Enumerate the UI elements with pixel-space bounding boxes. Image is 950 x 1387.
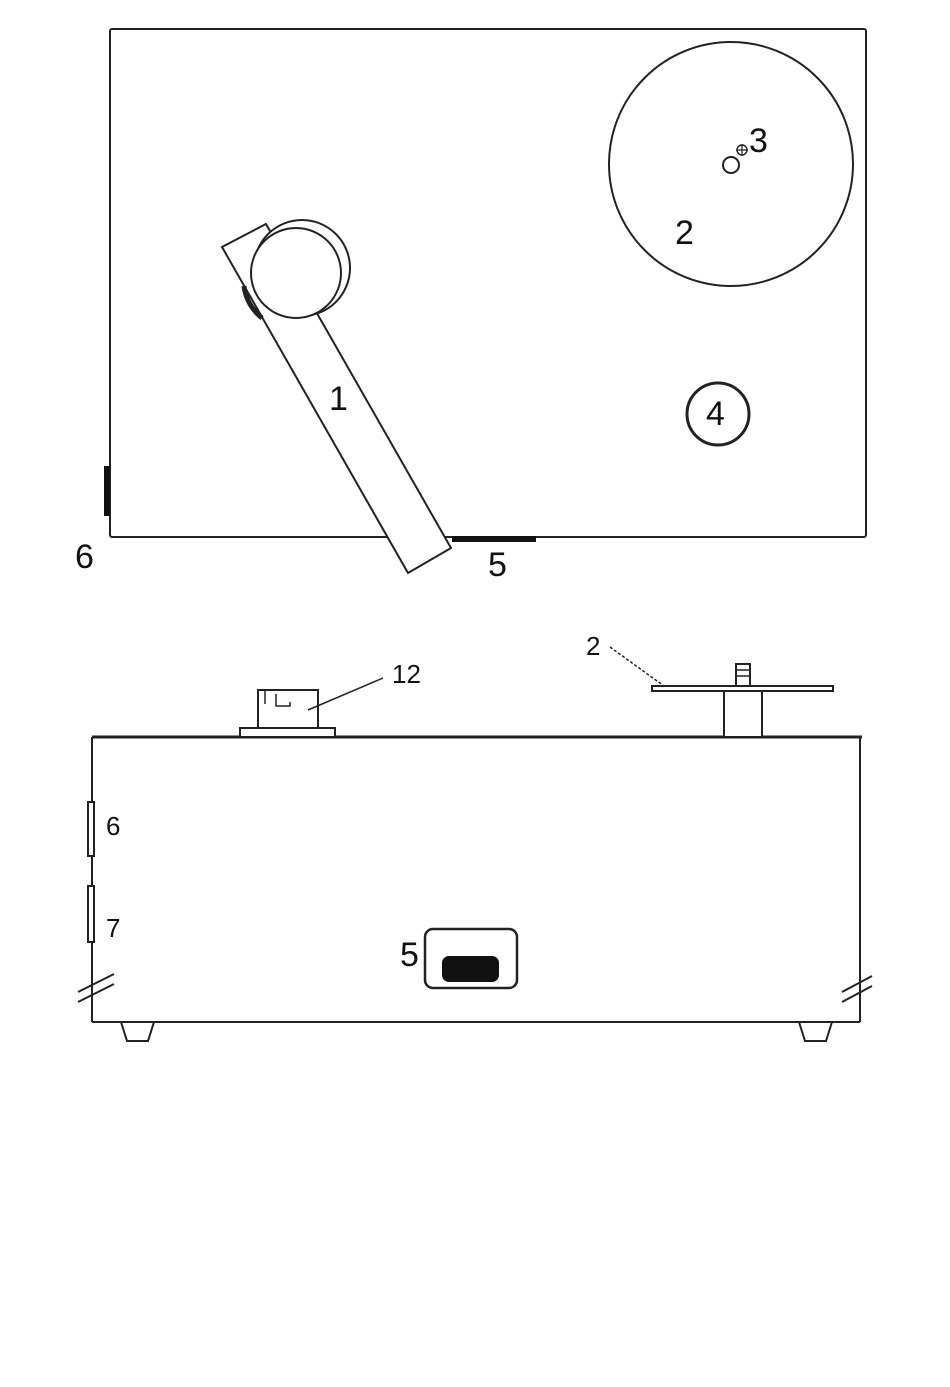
front-switch-button: [443, 957, 498, 981]
label-side-control-top: 6: [75, 538, 94, 576]
tonearm-base: [240, 690, 335, 737]
label-side-control-upper: 6: [106, 811, 120, 841]
label-knob: 4: [706, 395, 725, 433]
top-view: [104, 29, 866, 573]
platter-circle: [609, 42, 853, 286]
break-mark-left: [78, 974, 114, 1002]
label-tonearm: 1: [329, 380, 348, 418]
label-platter-top: 2: [675, 214, 694, 252]
label-platter-side: 2: [586, 631, 600, 661]
label-front-control-top: 5: [488, 546, 507, 584]
side-control-lower: [88, 886, 94, 942]
foot-left: [121, 1022, 154, 1041]
side-control-upper: [88, 802, 94, 856]
platter-side: [652, 664, 833, 737]
spindle-crosshair-icon: [736, 144, 748, 156]
label-side-control-lower: 7: [106, 913, 120, 943]
foot-right: [799, 1022, 832, 1041]
label-spindle: 3: [749, 122, 768, 160]
leader-tonearm-base: [308, 678, 383, 710]
front-control-bar: [452, 536, 536, 542]
spindle-hole: [723, 157, 739, 173]
label-front-switch: 5: [400, 936, 419, 974]
leader-platter: [610, 647, 664, 686]
label-tonearm-base: 12: [392, 659, 421, 689]
side-view: [78, 647, 872, 1041]
tonearm-pivot-inner: [251, 228, 341, 318]
side-control-bar: [104, 466, 110, 516]
break-mark-right: [842, 976, 872, 1002]
top-view-body: [110, 29, 866, 537]
